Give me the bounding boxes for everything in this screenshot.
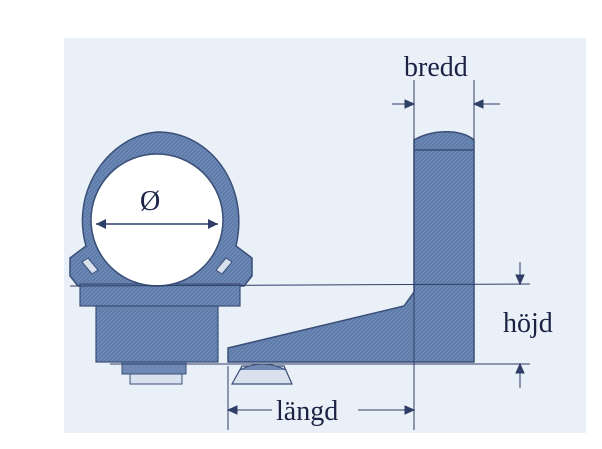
scope-ring — [69, 131, 253, 385]
height-arrows — [515, 262, 525, 388]
ring-lower-block — [95, 305, 219, 363]
height-label: höjd — [503, 308, 553, 339]
length-arrows — [226, 405, 416, 415]
diameter-arrow-head-left — [96, 219, 106, 229]
width-label: bredd — [404, 52, 468, 83]
mount-foot — [230, 365, 293, 385]
ring-foot-lower — [129, 373, 183, 385]
length-label: längd — [276, 396, 338, 427]
ring-notch-right — [215, 257, 233, 275]
ring-hole — [90, 153, 224, 287]
height-ref-top — [69, 283, 531, 287]
dimension-lines — [69, 80, 531, 430]
ring-base — [79, 283, 241, 307]
ring-notch-left — [81, 257, 99, 275]
diameter-label: Ø — [140, 186, 160, 217]
width-arrows — [392, 99, 500, 109]
diameter-arrow-head-right — [208, 219, 218, 229]
